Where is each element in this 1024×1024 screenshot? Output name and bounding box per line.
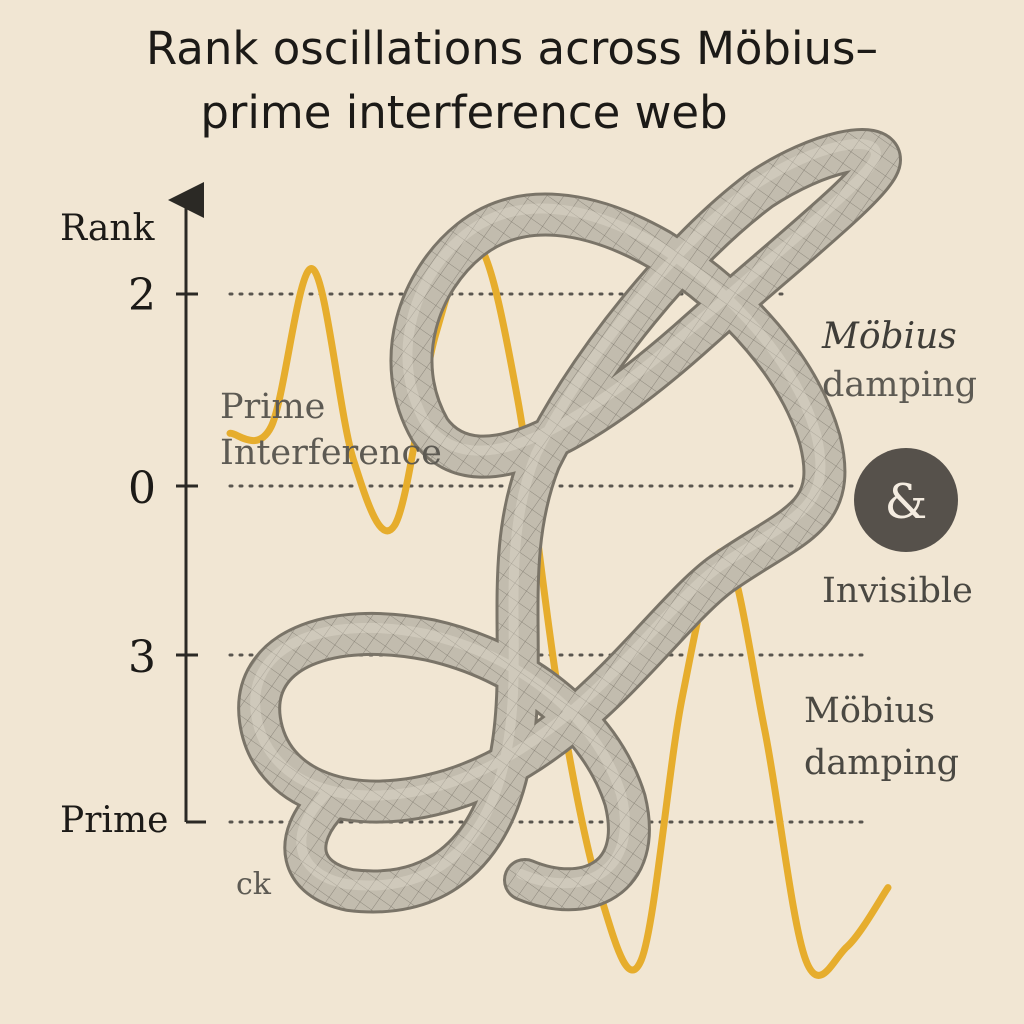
ampersand-badge	[854, 448, 958, 552]
knot-tube	[240, 131, 899, 911]
annotation-mobius-damping-bottom-line1: Möbius	[804, 691, 935, 731]
annotation-mobius-damping-top-line1: Möbius	[821, 316, 957, 357]
chart-title-line2: prime interference web	[200, 86, 727, 139]
y-tick-label: 0	[128, 463, 156, 514]
y-tick-label: Prime	[60, 800, 168, 841]
y-axis-ticks	[176, 292, 206, 824]
knot-highlight	[250, 139, 881, 891]
y-tick-label: 2	[128, 270, 156, 321]
annotation-prime-interference-line1: Prime	[220, 387, 325, 427]
ampersand-badge-label: &	[885, 474, 928, 530]
chart-title-line1: Rank oscillations across Möbius–	[146, 22, 878, 75]
annotation-ck: ck	[236, 867, 272, 902]
annotation-mobius-damping-top-line2: damping	[822, 365, 977, 405]
knot-illustration	[237, 128, 902, 914]
y-axis-label: Rank	[60, 208, 156, 249]
y-tick-label: 3	[128, 632, 156, 683]
annotation-mobius-damping-bottom-line2: damping	[804, 743, 959, 783]
annotation-prime-interference-line2: Interference	[220, 433, 442, 473]
annotation-invisible: Invisible	[822, 571, 973, 611]
